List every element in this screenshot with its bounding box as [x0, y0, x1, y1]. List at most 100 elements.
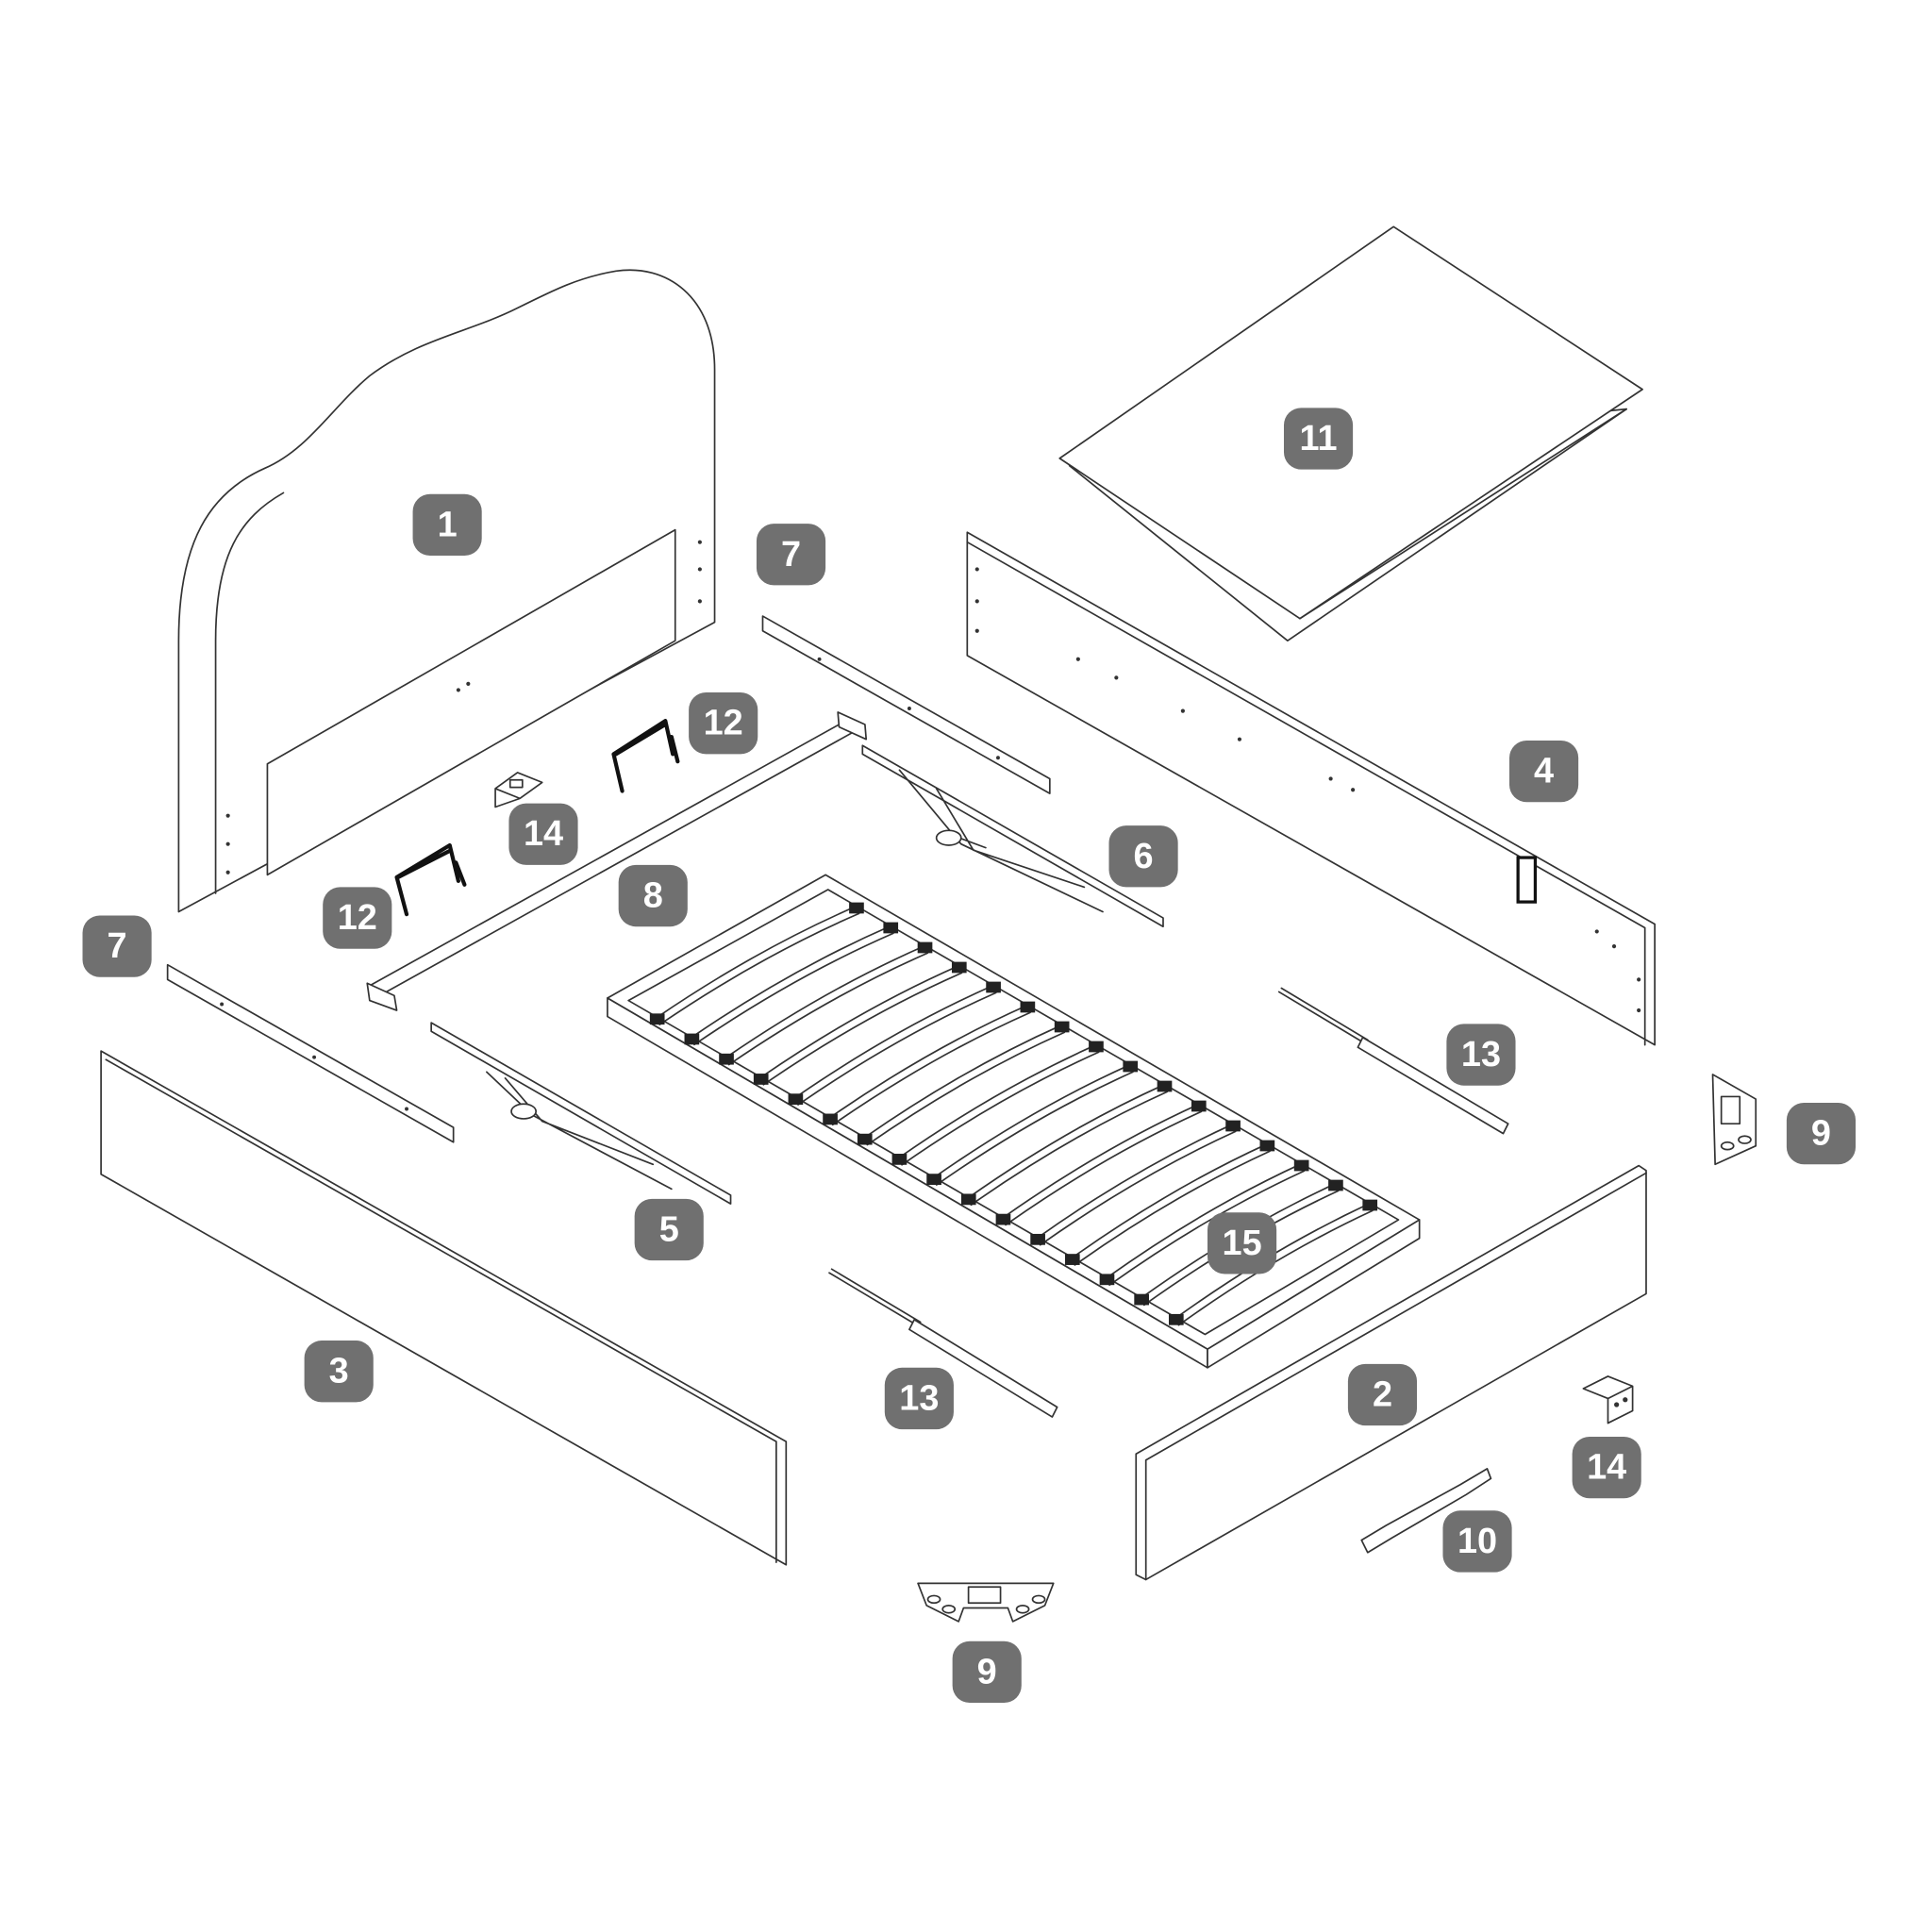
slat-holder: [1064, 1254, 1080, 1265]
slat-holder: [753, 1074, 769, 1085]
label-text: 14: [1587, 1448, 1626, 1488]
gas-strut-right: [1277, 987, 1509, 1135]
label-badge-13: 13: [884, 1367, 954, 1430]
label-text: 9: [977, 1652, 997, 1691]
slat: [691, 924, 894, 1046]
label-badge-3: 3: [304, 1341, 374, 1403]
label-badge-8: 8: [618, 864, 688, 927]
slat: [725, 944, 928, 1066]
slat-holder: [917, 941, 933, 954]
label-badge-14: 14: [508, 803, 578, 865]
slat: [967, 1083, 1168, 1207]
label-text: 10: [1457, 1522, 1497, 1561]
label-badge-7: 7: [82, 915, 152, 977]
rail-left: [166, 963, 455, 1143]
label-badge-1: 1: [412, 493, 482, 557]
label-text: 12: [338, 898, 377, 938]
label-badge-9: 9: [1786, 1102, 1857, 1165]
headboard: [177, 269, 716, 913]
label-text: 7: [108, 926, 127, 966]
slat: [898, 1043, 1100, 1166]
slat-holder: [1099, 1274, 1115, 1286]
label-text: 4: [1534, 752, 1554, 791]
slat-holder: [1134, 1293, 1149, 1306]
slat: [829, 1004, 1031, 1126]
label-text: 9: [1811, 1114, 1831, 1154]
label-text: 1: [438, 505, 458, 544]
slat-holder: [1168, 1313, 1184, 1325]
slat: [1106, 1162, 1306, 1287]
angle-bracket-upper: [494, 772, 543, 808]
corner-bracket-right: [1711, 1074, 1757, 1166]
label-text: 12: [704, 704, 743, 743]
slat-holder: [857, 1133, 873, 1145]
gas-strut-left: [828, 1268, 1058, 1418]
slat-holder: [719, 1053, 734, 1065]
slat-holder: [649, 1013, 665, 1025]
slat-holder: [1089, 1041, 1104, 1053]
slat-holder: [951, 961, 967, 974]
slat: [1002, 1103, 1203, 1226]
slat-holder: [1259, 1140, 1275, 1152]
slat: [759, 964, 963, 1086]
slat-holder: [995, 1213, 1011, 1225]
slat-holder: [1362, 1199, 1378, 1211]
label-badge-6: 6: [1108, 825, 1178, 888]
label-badge-5: 5: [634, 1198, 704, 1261]
label-text: 15: [1223, 1224, 1262, 1263]
label-badge-12: 12: [323, 887, 392, 949]
slat-holder: [1328, 1179, 1343, 1191]
strap: [1360, 1468, 1492, 1554]
slat: [1071, 1142, 1271, 1266]
slat-holder: [1054, 1021, 1070, 1033]
label-badge-10: 10: [1442, 1510, 1512, 1573]
label-text: 5: [659, 1210, 679, 1250]
slat-holder: [1020, 1001, 1036, 1013]
slat-holder: [684, 1033, 700, 1045]
rail-top: [761, 615, 1051, 794]
label-text: 13: [899, 1378, 939, 1418]
label-badge-7: 7: [756, 524, 826, 586]
lift-bracket-left: [430, 1022, 732, 1205]
label-badge-12: 12: [689, 692, 758, 755]
slat-holder: [891, 1154, 908, 1165]
label-badge-11: 11: [1283, 408, 1354, 470]
label-badge-2: 2: [1347, 1363, 1418, 1426]
label-text: 3: [329, 1352, 349, 1391]
slatted-base: [607, 874, 1421, 1369]
slat: [933, 1063, 1134, 1186]
slat-holder: [1157, 1080, 1173, 1092]
slat-holder: [960, 1193, 976, 1206]
left-side-panel: [100, 1050, 788, 1566]
slat-holder: [823, 1113, 838, 1125]
slat: [1037, 1123, 1237, 1246]
slat-holder: [1030, 1233, 1045, 1245]
label-badge-4: 4: [1509, 740, 1579, 803]
slat: [794, 984, 997, 1106]
slat-holder: [1191, 1100, 1207, 1112]
slat: [656, 905, 860, 1025]
handle-upper: [611, 718, 680, 793]
slat-holder: [1293, 1159, 1309, 1172]
slat: [863, 1024, 1066, 1146]
lift-bracket-right: [861, 744, 1164, 928]
label-text: 14: [524, 814, 563, 854]
slat-holder: [1225, 1120, 1241, 1132]
label-text: 7: [781, 535, 801, 575]
handle-lower: [394, 842, 467, 917]
footboard-panel: [966, 531, 1656, 1046]
slat-holder: [926, 1174, 941, 1186]
slat-holder: [849, 902, 864, 914]
corner-bracket-bottom: [917, 1582, 1055, 1623]
label-text: 13: [1461, 1035, 1501, 1074]
label-badge-15: 15: [1208, 1212, 1277, 1274]
angle-bracket-lower: [1582, 1375, 1634, 1424]
label-text: 2: [1373, 1375, 1392, 1415]
slat-holder: [883, 922, 899, 934]
label-badge-13: 13: [1446, 1024, 1516, 1086]
slat-holder: [986, 981, 1001, 993]
label-badge-14: 14: [1572, 1436, 1641, 1499]
label-text: 6: [1134, 837, 1154, 876]
center-rail: [366, 711, 868, 1011]
